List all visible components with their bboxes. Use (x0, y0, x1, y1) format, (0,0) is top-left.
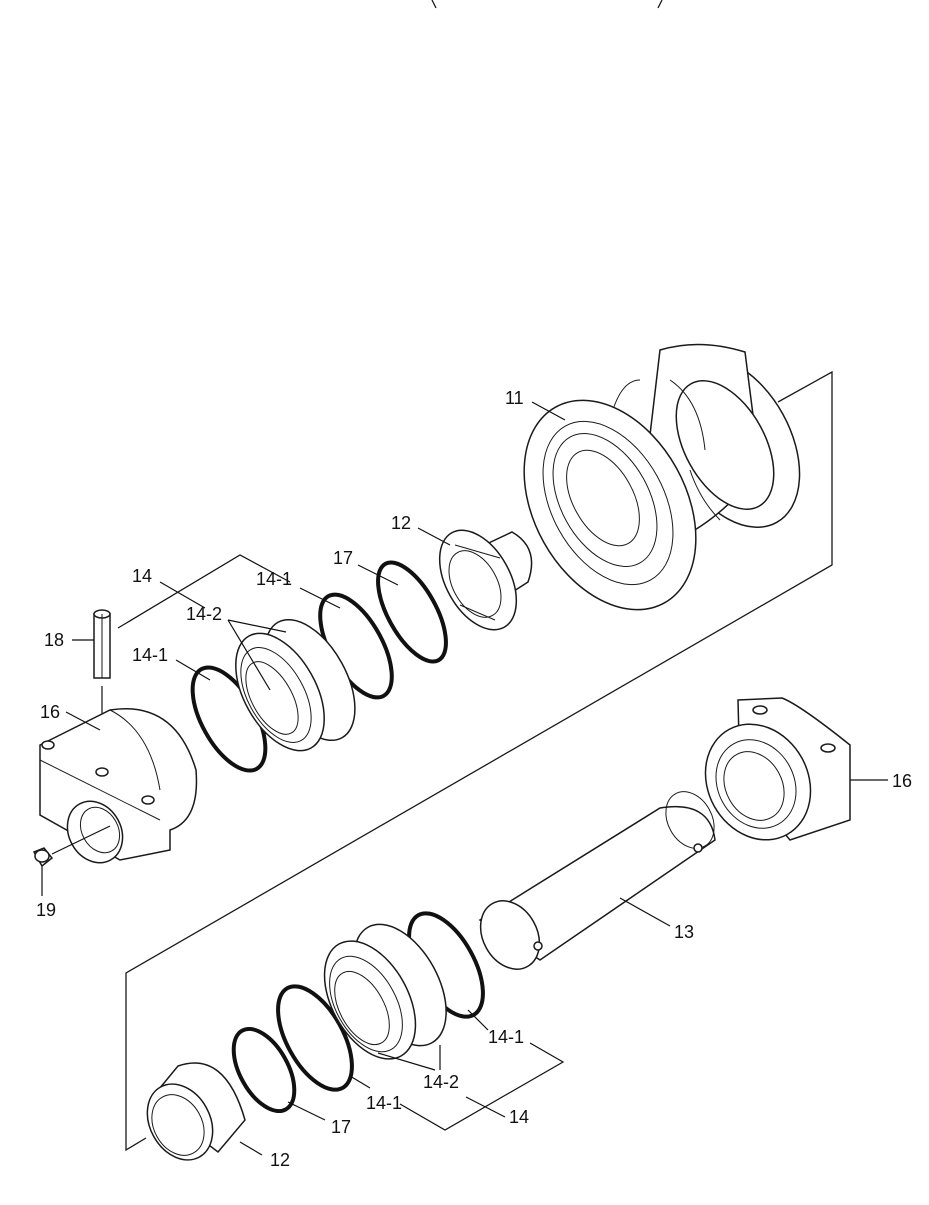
label-16-left: 16 (40, 702, 60, 722)
label-14-2-upper: 14-2 (186, 604, 222, 624)
label-18: 18 (44, 630, 64, 650)
label-16-right: 16 (892, 771, 912, 791)
o-ring-17-lower (231, 1026, 297, 1114)
collar-16-right (704, 697, 851, 841)
collar-16-left (39, 708, 198, 864)
floating-seal-14-2-lower (323, 923, 447, 1060)
label-14-lower: 14 (509, 1107, 529, 1127)
label-14-1-lower-a: 14-1 (488, 1027, 524, 1047)
label-12-upper: 12 (391, 513, 411, 533)
label-19: 19 (36, 900, 56, 920)
track-roller-11 (523, 343, 801, 611)
label-14-upper: 14 (132, 566, 152, 586)
shaft-13 (478, 791, 716, 970)
label-14-1-upper-b: 14-1 (132, 645, 168, 665)
label-14-1-upper-a: 14-1 (256, 569, 292, 589)
label-14-2-lower: 14-2 (423, 1072, 459, 1092)
label-17-lower: 17 (331, 1117, 351, 1137)
header-fragment (431, 0, 663, 9)
plug-19 (32, 825, 111, 896)
leader-lines (65, 401, 888, 1156)
label-12-lower: 12 (270, 1150, 290, 1170)
part-labels: 11 12 17 14 14-1 14-2 18 14-1 16 16 19 1… (36, 388, 912, 1170)
enclosure-lines (125, 370, 833, 1152)
o-ring-17-upper (376, 560, 448, 664)
label-17-upper: 17 (333, 548, 353, 568)
floating-seal-14-2-upper (235, 618, 356, 752)
label-13: 13 (674, 922, 694, 942)
bushing-12-lower (146, 1062, 246, 1161)
label-11: 11 (505, 388, 524, 408)
bushing-12-upper (438, 529, 533, 631)
label-14-1-lower-b: 14-1 (366, 1093, 402, 1113)
